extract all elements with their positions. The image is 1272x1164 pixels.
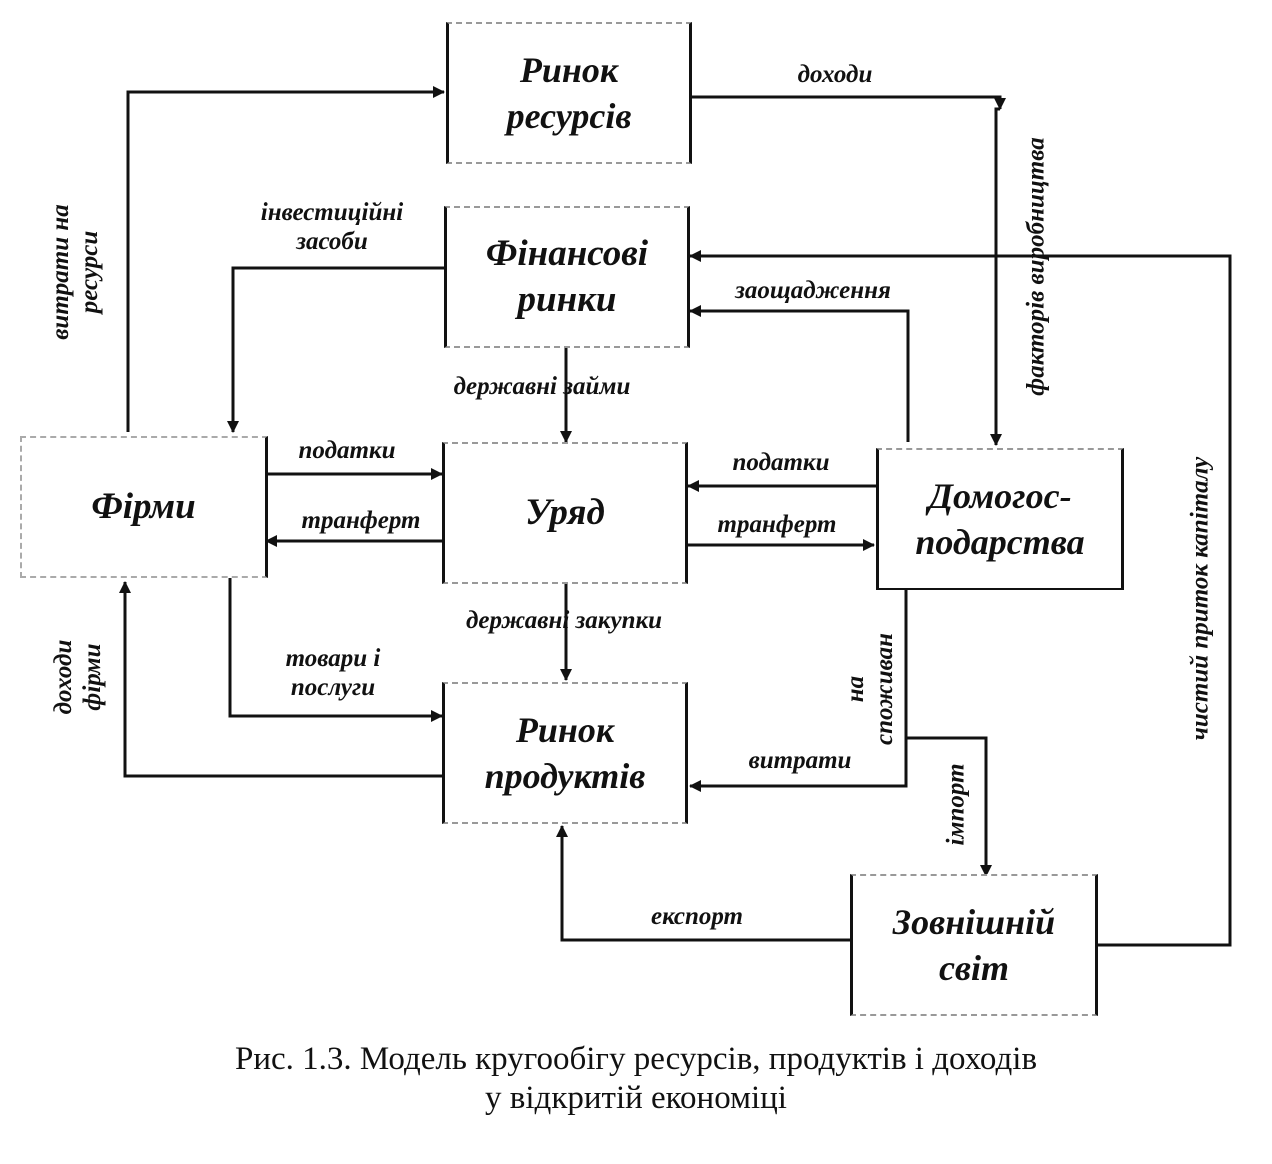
flow-investment-funds <box>227 266 444 433</box>
node-product-market: Ринок продуктів <box>442 682 688 824</box>
node-resource-market: Ринок ресурсів <box>446 22 692 164</box>
label-taxes-firms: податки <box>298 437 396 464</box>
flow-goods-services <box>228 578 443 722</box>
label-import: імпорт <box>942 763 970 846</box>
label-taxes-households: податки <box>732 449 830 476</box>
flow-resource-expenditures <box>126 86 445 432</box>
node-firms: Фірми <box>20 436 268 578</box>
flow-factors-of-production <box>990 107 1002 446</box>
label-savings: заощадження <box>735 277 891 304</box>
node-financial-markets: Фінансові ринки <box>444 206 690 348</box>
label-consumption: на споживан <box>842 633 898 745</box>
node-outside-world-label: Зовнішній світ <box>892 902 1056 988</box>
label-expenditures: витрати <box>748 747 852 774</box>
label-incomes: доходи <box>797 61 873 88</box>
label-transfer-households: транферт <box>717 511 837 538</box>
node-government-label: Уряд <box>525 492 605 533</box>
label-firm-incomes: доходи фірми <box>50 639 106 715</box>
flow-savings <box>689 305 910 442</box>
label-investment-funds: інвестиційні засоби <box>260 199 404 255</box>
node-product-market-label: Ринок продуктів <box>484 710 646 796</box>
node-households: Домогос- подарства <box>876 448 1124 590</box>
flow-firm-incomes <box>119 581 442 778</box>
label-capital-inflow: чистий приток капіталу <box>1186 456 1214 741</box>
node-resource-market-label: Ринок ресурсів <box>506 50 632 136</box>
node-outside-world: Зовнішній світ <box>850 874 1098 1016</box>
flow-incomes <box>690 95 1006 110</box>
node-households-label: Домогос- подарства <box>915 476 1085 562</box>
node-financial-markets-label: Фінансові ринки <box>485 233 649 320</box>
label-gov-purchases: державні закупки <box>465 607 663 634</box>
label-resource-expenditures: витрати на ресурси <box>47 204 103 340</box>
label-gov-loans: державні займи <box>453 373 631 400</box>
label-export: експорт <box>651 903 743 930</box>
label-transfer-firms: транферт <box>301 507 421 534</box>
flow-import <box>906 736 992 877</box>
node-government: Уряд <box>442 442 688 584</box>
label-goods-services: товари і послуги <box>285 645 381 701</box>
flow-export <box>556 825 850 942</box>
node-firms-label: Фірми <box>91 486 196 527</box>
figure-caption: Рис. 1.3. Модель кругообігу ресурсів, пр… <box>234 1041 1038 1116</box>
label-factors-of-production: факторів виробництва <box>1022 137 1050 396</box>
flow-capital-inflow <box>689 250 1232 947</box>
flow-consumption-expenditures <box>689 590 908 792</box>
